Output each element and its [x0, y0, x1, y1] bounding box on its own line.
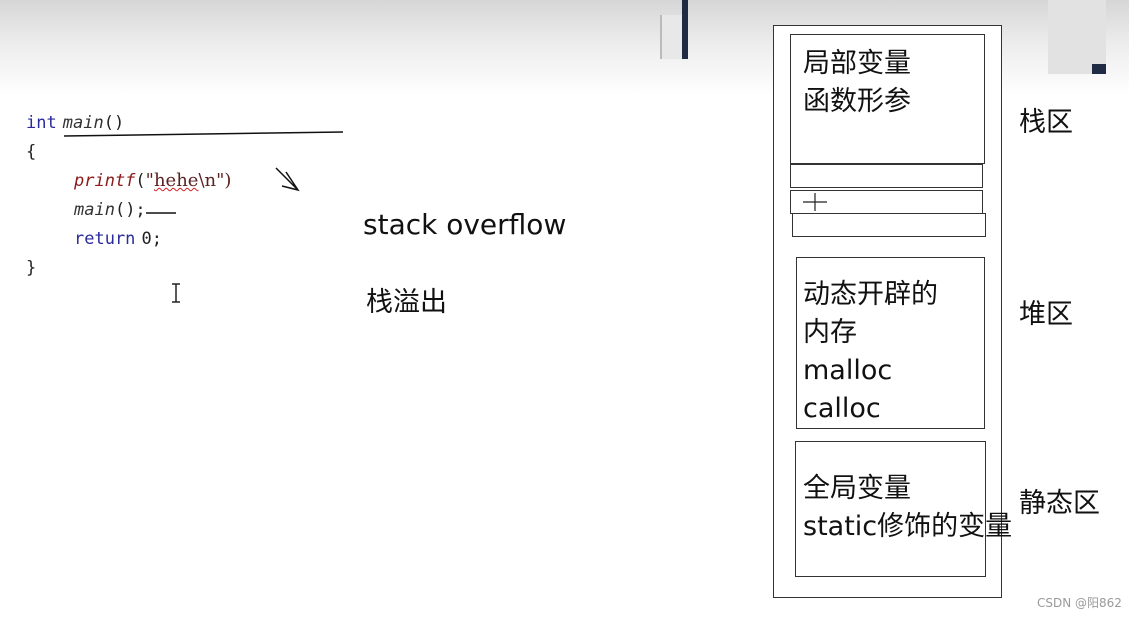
code-function: printf	[74, 171, 136, 191]
code-function: main	[74, 200, 115, 220]
code-keyword: return	[74, 229, 136, 249]
zone-label-stack: 栈区	[1019, 107, 1073, 138]
zone-label-static: 静态区	[1019, 488, 1100, 519]
stack-frame-3	[792, 213, 986, 237]
underline-main-header	[63, 131, 344, 137]
code-text: 0;	[141, 229, 162, 249]
code-text: ()	[103, 113, 125, 133]
crosshair-icon	[803, 193, 827, 211]
stack-box-line-2: 函数形参	[803, 86, 911, 117]
stack-overflow-label: stack overflow	[363, 208, 567, 241]
static-box-line-2: static修饰的变量	[803, 511, 1013, 542]
code-function: main	[62, 113, 104, 133]
code-brace-close: }	[26, 258, 37, 278]
code-brace-open: {	[26, 142, 37, 162]
code-string: "	[145, 170, 154, 191]
window-fragment-right	[1048, 0, 1106, 74]
code-block: int main() { printf("hehe\n") main(); re…	[26, 108, 356, 282]
stack-frame-1	[790, 164, 983, 188]
code-string: \n")	[198, 170, 232, 191]
code-text: ();	[114, 200, 146, 220]
text-cursor-icon	[172, 283, 180, 303]
code-line-1: int main()	[26, 108, 356, 137]
window-fragment-bar	[660, 0, 688, 59]
code-text: (	[135, 171, 146, 191]
heap-box-line-1: 动态开辟的	[803, 279, 938, 310]
stack-box-line-1: 局部变量	[803, 48, 911, 79]
code-line-6: }	[26, 253, 356, 282]
heap-box-line-2: 内存	[803, 317, 857, 348]
heap-box-line-4: calloc	[803, 393, 881, 424]
code-string-spellcheck: hehe	[153, 170, 199, 191]
heap-box: 动态开辟的 内存 malloc calloc	[796, 257, 985, 429]
stack-box: 局部变量 函数形参	[790, 34, 985, 164]
arrow-mark	[275, 167, 300, 192]
code-line-4: main();	[26, 195, 356, 224]
code-keyword: int	[26, 113, 57, 133]
stack-overflow-cn-label: 栈溢出	[366, 287, 447, 318]
watermark: CSDN @阳862	[1037, 596, 1122, 610]
static-box: 全局变量 static修饰的变量	[795, 441, 1013, 577]
code-line-5: return 0;	[26, 224, 356, 253]
static-box-line-1: 全局变量	[803, 473, 911, 504]
code-line-2: {	[26, 137, 356, 166]
code-line-3: printf("hehe\n")	[26, 166, 356, 195]
stack-frame-2	[790, 190, 983, 214]
zone-label-heap: 堆区	[1019, 299, 1073, 330]
heap-box-line-3: malloc	[803, 355, 893, 386]
